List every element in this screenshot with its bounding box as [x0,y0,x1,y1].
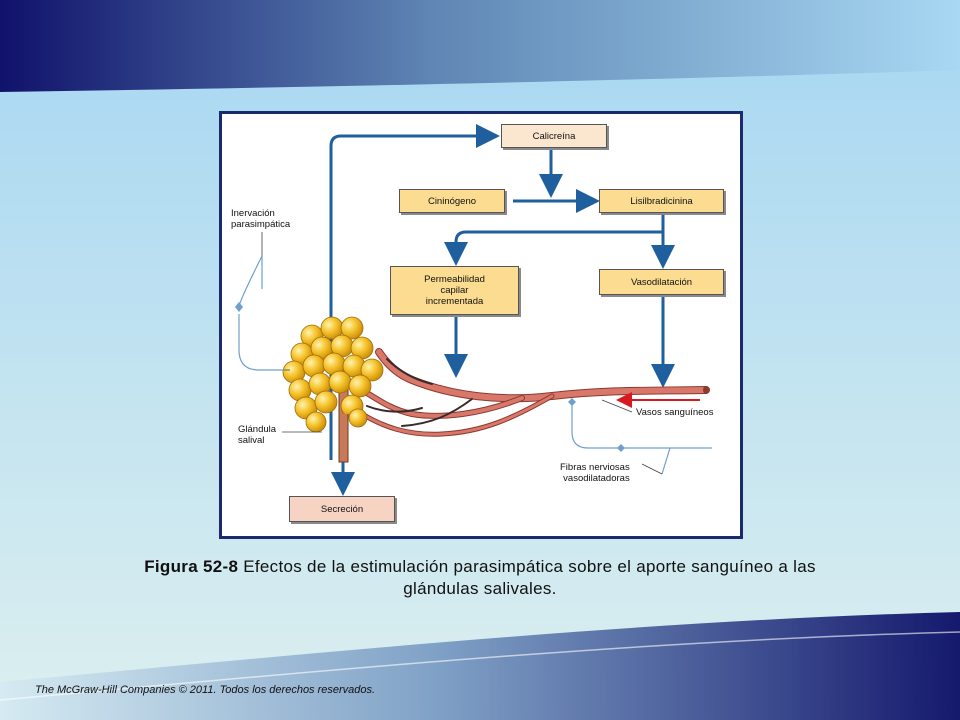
figure-caption: Figura 52-8 Efectos de la estimulación p… [110,556,850,600]
lisilbradicinina-box: Lisilbradicinina [599,189,724,213]
vasodilatacion-box: Vasodilatación [599,269,724,295]
caption-figure-number: Figura 52-8 [144,557,239,576]
nerve-to-calicreina-arrow [329,124,500,460]
salivary-gland-cluster [282,316,384,433]
blood-vessels [359,348,710,437]
secrecion-box: Secreción [289,496,395,522]
fibras-label: Fibras nerviosas vasodilatadoras [560,462,630,484]
nerve-endings [235,302,625,452]
vasos-label: Vasos sanguíneos [636,407,714,418]
cininogeno-box: Cininógeno [399,189,505,213]
glandula-label: Glándula salival [238,424,277,446]
flow-arrows [329,124,675,496]
lisil-to-permeabilidad-arrow [444,215,665,266]
calicreina-box: Calicreína [501,124,607,148]
copyright-footer: The McGraw-Hill Companies © 2011. Todos … [35,684,376,696]
permeabilidad-box: Permeabilidad capilar incrementada [390,266,519,315]
leader-lines [261,232,663,475]
inervacion-label: Inervación parasimpática [231,208,291,230]
diagram-drawing [235,124,712,496]
caption-text: Efectos de la estimulación parasimpática… [238,557,816,598]
figure-panel: Calicreína Cininógeno Lisilbradicinina P… [219,111,743,539]
